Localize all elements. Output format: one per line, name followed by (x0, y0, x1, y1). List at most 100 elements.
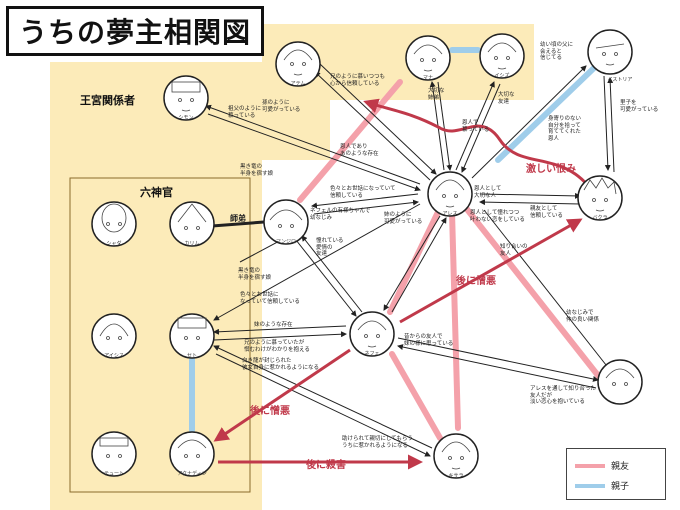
face-sketches (99, 42, 635, 470)
arrow-ares-istoria (471, 65, 587, 179)
node-name-akunadin: アクナディン (177, 471, 207, 477)
arrow-seto-kisara (215, 353, 431, 457)
face-shada (101, 203, 127, 233)
node-bakura (577, 175, 623, 221)
arrow-bakura-istoria (607, 77, 615, 173)
node-name-nefe: ネフェ (364, 351, 380, 357)
face-kisara (441, 441, 471, 470)
label-t30: 幼なじみで 仲の良い関係 (566, 310, 600, 323)
label-hatred-bakura: 後に憎悪 (456, 276, 496, 287)
face-istoria (595, 43, 625, 66)
label-t5: 恩人で 慕っている (462, 120, 490, 133)
face-mana (413, 44, 443, 72)
arrow-ishizu-sis-nefe (397, 344, 597, 389)
label-t27: 昔からの友人で 妹の様に思っている (404, 334, 454, 347)
arrow-ares-bakura (479, 192, 581, 199)
arrow-ares-atem (314, 71, 431, 181)
node-name-istoria: イストリア (607, 77, 633, 83)
node-name-seto: セト (186, 353, 198, 359)
node-karim (169, 201, 215, 247)
friend-line-ares-bakura (463, 205, 603, 381)
arrow-ares-shimon (205, 104, 421, 185)
parent-line-istoria-ares (495, 65, 597, 163)
arrow-ares-seto (213, 203, 421, 321)
arrow-hatred-nefe-bakura (399, 218, 583, 324)
label-t16: 姉のように 可愛がっている (384, 212, 423, 225)
face-ares (435, 179, 465, 208)
node-name-kisara: キサラ (448, 473, 464, 479)
face-atem (283, 49, 313, 76)
parent-lines (189, 47, 597, 433)
label-t15: ネフェルの有様ちゃんで 幼なじみ (310, 208, 371, 221)
label-t9: 身寄りのない 自分を拾って 育ててくれた 恩人 (548, 116, 582, 142)
label-t22: 黒き竜の 半身を宿す娘 (238, 268, 272, 281)
face-bakura (583, 177, 617, 212)
face-seto (177, 317, 207, 340)
face-karim (177, 203, 207, 230)
friend-line-ares-nefe (387, 209, 441, 315)
character-nodes (91, 29, 643, 479)
label-t12: 里子を 可愛がっている (620, 100, 659, 113)
node-name-shimon: シモン (178, 115, 194, 121)
face-shimon (171, 81, 201, 112)
arrow-seto-nefe (213, 331, 347, 341)
label-t14: 色々とお世話になっていて 信頼している (330, 186, 396, 199)
label-t28: 恩人として憧れつつ 叶わない恋をしている (470, 210, 525, 223)
label-t23: 色々とお世話に なっていて信頼している (240, 292, 300, 305)
strong-arrows (213, 98, 592, 470)
arrow-nefe-ares (391, 217, 447, 313)
arrow-istoria-bakura (603, 75, 611, 171)
diagram-title: うちの夢主相関図 (18, 16, 251, 49)
friend-line-atem-mahad (297, 79, 403, 203)
arrow-bakura-ares (479, 199, 581, 206)
friend-line-nefe-kisara (389, 351, 443, 441)
node-name-atem: アテム (290, 81, 306, 87)
legend-row-friend: 親友 (575, 459, 629, 472)
label-mentor: 師弟 (230, 214, 246, 223)
label-t8: 幼い頃の父に 会えると 信じてる (540, 42, 574, 61)
label-t13: 黒き竜の 半身を宿す娘 (240, 164, 274, 177)
node-nefe (349, 311, 395, 357)
node-mana (405, 35, 451, 81)
node-name-karim: カリム (184, 241, 200, 247)
node-akunadin (169, 431, 215, 477)
title-box: うちの夢主相関図 (6, 6, 264, 56)
label-t3: 兄のように慕いつつも 心から信頼している (330, 74, 386, 87)
arrow-ishizu-ares (461, 83, 501, 173)
face-akunadin (177, 439, 207, 458)
node-kisara (433, 433, 479, 479)
label-hatred-akunadin: 後に憎悪 (250, 406, 290, 417)
legend-text-parent: 親子 (611, 482, 630, 492)
label-t26: 白き龍が封じられた 彼女自身に惹かれるようになる (242, 358, 320, 371)
face-aisisu (99, 323, 129, 340)
label-t4: 大切な 姉弟 (428, 88, 445, 101)
arrow-resentment-bakura-atem (363, 98, 592, 189)
node-aisisu (91, 313, 137, 359)
arrow-mannjiro-ares (313, 199, 419, 215)
group-label-six-priests: 六神官 (140, 186, 173, 199)
node-name-aisisu: アイシス (104, 353, 124, 359)
label-t32: 助けられて親切にしてもらう うちに惹かれるようになる (342, 436, 413, 449)
face-tyuk (99, 437, 129, 458)
arrow-atem-ares (319, 63, 437, 175)
arrow-shimon-ares (207, 113, 421, 192)
arrow-nefe-seto (213, 325, 347, 335)
node-atem (275, 41, 321, 87)
label-t25: 兄のように慕っていたが 憎むわけがわかりを抱える (244, 340, 310, 353)
mentor-line (211, 220, 265, 228)
arrow-ares-mannjiro (311, 193, 419, 209)
label-t10: 恩人として 大切な人 (474, 186, 502, 199)
face-ishizu (487, 42, 517, 70)
label-t2: 祖父のように 慕っている (228, 106, 262, 119)
node-name-ishizu: イシズ (494, 73, 510, 79)
node-name-ares: アレス (442, 211, 458, 217)
node-name-mannjiro: マンジロ (275, 239, 297, 245)
friend-lines (297, 79, 603, 441)
node-shimon (163, 75, 209, 121)
label-t18: 憧れている 愛情の 友達 (316, 238, 344, 257)
label-t6: 大切な 友達 (498, 92, 515, 105)
arrow-hatred-nefe-akunadin (213, 348, 351, 442)
node-name-shada: シャダ (106, 241, 122, 247)
